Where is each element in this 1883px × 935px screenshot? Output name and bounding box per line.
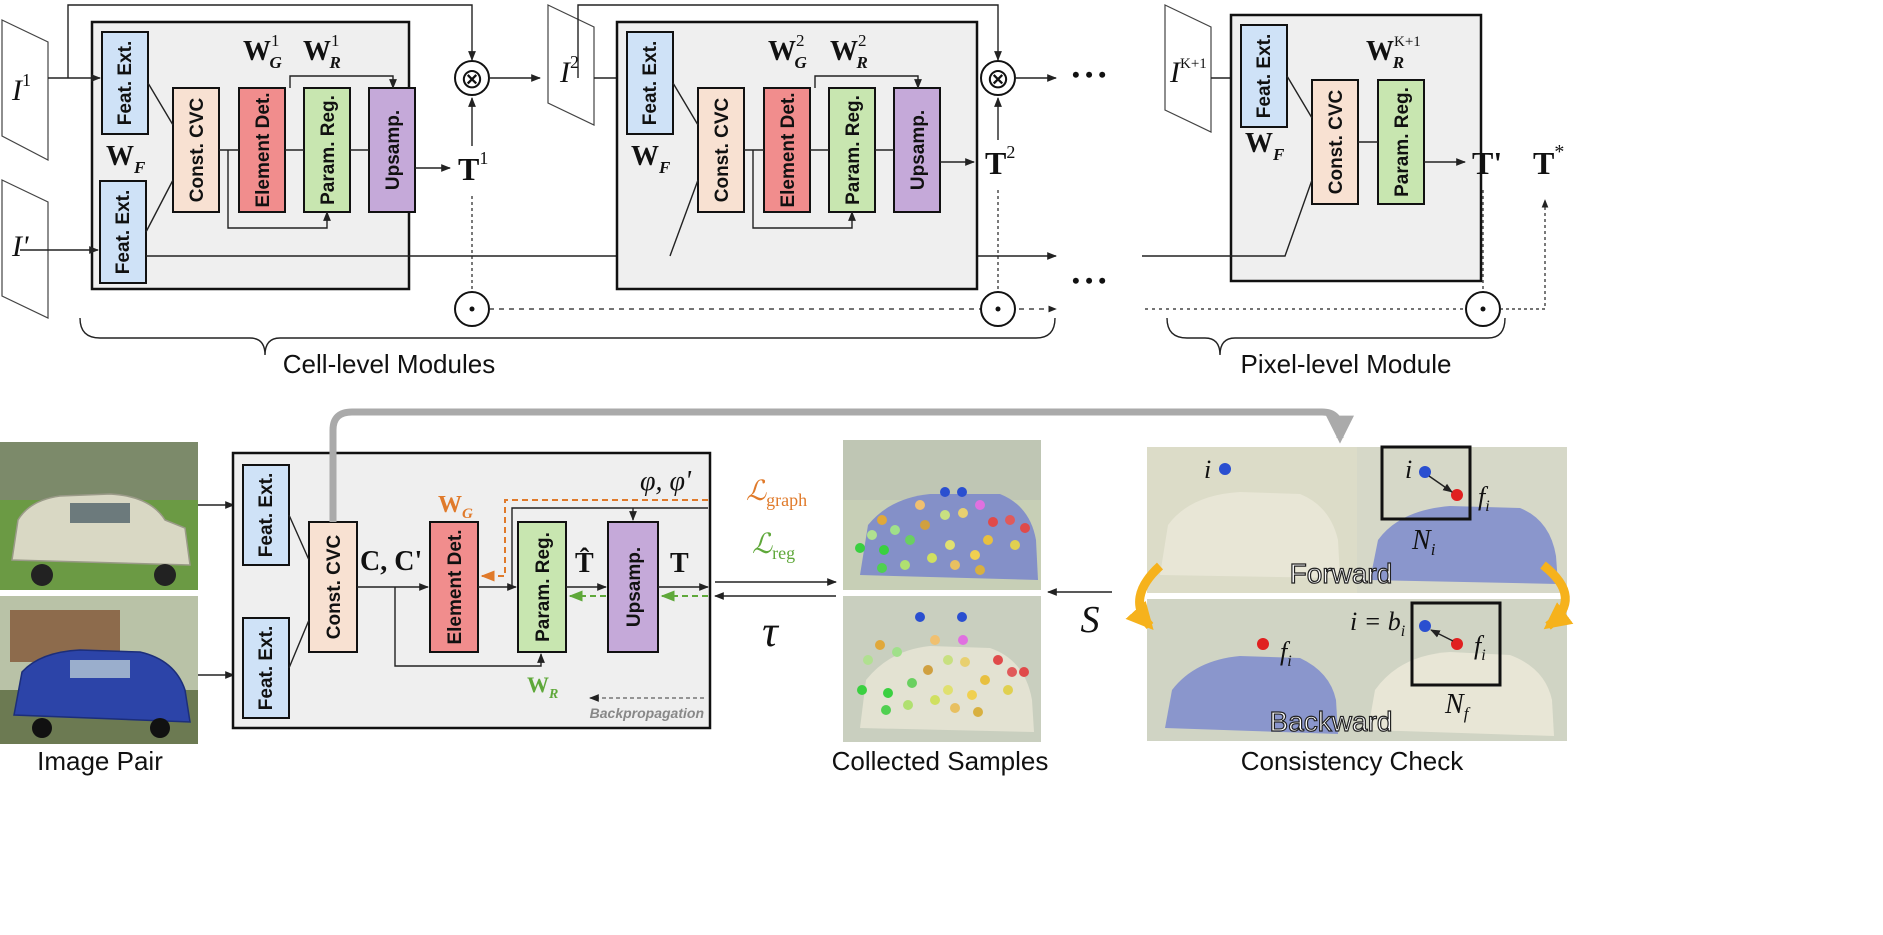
param-reg-label: Param. Reg. [1392,87,1413,197]
cell-level-label: Cell-level Modules [283,349,495,379]
target-plane [1,179,49,319]
element-det-label: Element Det. [253,92,274,207]
collected-samples-label: Collected Samples [832,746,1049,776]
i-eq-label: i = bi [1350,607,1405,640]
t-hat-label: T̂ [575,548,594,579]
upsamp-block [893,87,941,213]
f-label: fi [1474,631,1486,664]
input-plane-1 [1,19,49,161]
upsamp-label: Upsamp. [908,110,929,190]
param-reg-label: Param. Reg. [318,95,339,205]
param-reg-label: Param. Reg. [533,532,554,642]
t2-label: T2 [985,142,1015,181]
feat-ext-label: Feat. Ext. [1254,34,1275,118]
collected-samples [843,440,1041,742]
keypoints-top [855,487,1030,575]
const-cvc-label: Const. CVC [1326,89,1347,194]
graph-loss-path [480,499,708,582]
keypoints-bottom [857,612,1029,717]
white-car-shape [11,493,191,566]
f-label: fi [1280,637,1292,670]
element-det-label: Element Det. [445,529,466,644]
wf-label: WF [106,141,146,177]
feat-ext-label: Feat. Ext. [256,473,277,557]
t1-label: T1 [458,148,488,187]
blue-car-shape [13,649,191,723]
curve-arrow-right [1540,561,1574,630]
t-label: T [670,548,689,579]
input-k-label: IK+1 [1169,56,1207,89]
const-cvc-label: Const. CVC [187,97,208,202]
upsamp-block [368,87,416,213]
brace-cell [79,317,1056,356]
wf-label: WF [631,141,671,177]
ellipsis: • • • [1072,268,1106,293]
graph-loss-label: ℒgraph [746,476,807,510]
feat-ext-label: Feat. Ext. [640,41,661,125]
tstar-label: T* [1533,141,1564,181]
input-2-label: I2 [559,52,579,89]
target-label: I' [11,230,29,263]
n-label: Nf [1444,689,1471,723]
wg-label: WG [438,492,473,522]
feat-ext-block [1240,24,1288,128]
param-reg-label: Param. Reg. [843,95,864,205]
multiply-icon: ⊗ [986,64,1009,95]
feat-ext-block [99,180,147,284]
feat-ext-block [242,464,290,566]
ellipsis: • • • [1072,62,1106,87]
tprime-label: T' [1472,145,1502,181]
param-reg-block [828,87,876,213]
input-plane-k [1164,4,1212,133]
f-label: fi [1478,482,1490,515]
const-cvc-label: Const. CVC [324,534,345,639]
consistency-check-label: Consistency Check [1241,746,1465,776]
element-det-block [238,87,286,213]
const-cvc-label: Const. CVC [712,97,733,202]
feat-ext-label: Feat. Ext. [113,190,134,274]
i-label: i [1405,455,1412,484]
neighborhood-box-forward [1380,445,1472,521]
n-label: Ni [1411,525,1436,559]
reg-loss-label: ℒreg [752,529,795,563]
multiply-icon: ⊗ [460,64,483,95]
feedback-arrow [329,408,1354,522]
wf-label: WF [1245,128,1285,164]
c-label: C, C' [360,546,422,577]
feat-ext-label: Feat. Ext. [115,41,136,125]
image-pair-label: Image Pair [37,746,163,776]
phi-label: φ, φ' [640,466,692,497]
neighborhood-box-backward [1410,601,1502,687]
pixel-level-label: Pixel-level Module [1241,349,1452,379]
image-pair [0,442,198,744]
input-1-label: I1 [11,70,31,107]
top-pipeline: I1 I' Feat. Ext. Feat. Ext. Const. CVC E… [1,4,1564,379]
curve-arrow-left [1125,562,1164,631]
i-label: i [1204,455,1211,484]
upsamp-label: Upsamp. [624,547,645,627]
backprop-label: Backpropagation [590,705,704,721]
s-label: S [1081,599,1100,641]
const-cvc-block [172,87,220,213]
bottom-pipeline: Image Pair Feat. Ext. Feat. Ext. Const. … [0,408,1574,776]
feat-ext-label: Feat. Ext. [256,626,277,710]
const-cvc-block [1311,79,1359,205]
wr-label: WR [527,672,558,702]
consistency-check-images [1147,447,1567,741]
backward-label: Backward [1270,706,1393,737]
tau-label: τ [762,607,780,656]
upsamp-label: Upsamp. [383,110,404,190]
forward-label: Forward [1290,558,1393,589]
element-det-label: Element Det. [778,92,799,207]
brace-pixel [1166,317,1506,356]
